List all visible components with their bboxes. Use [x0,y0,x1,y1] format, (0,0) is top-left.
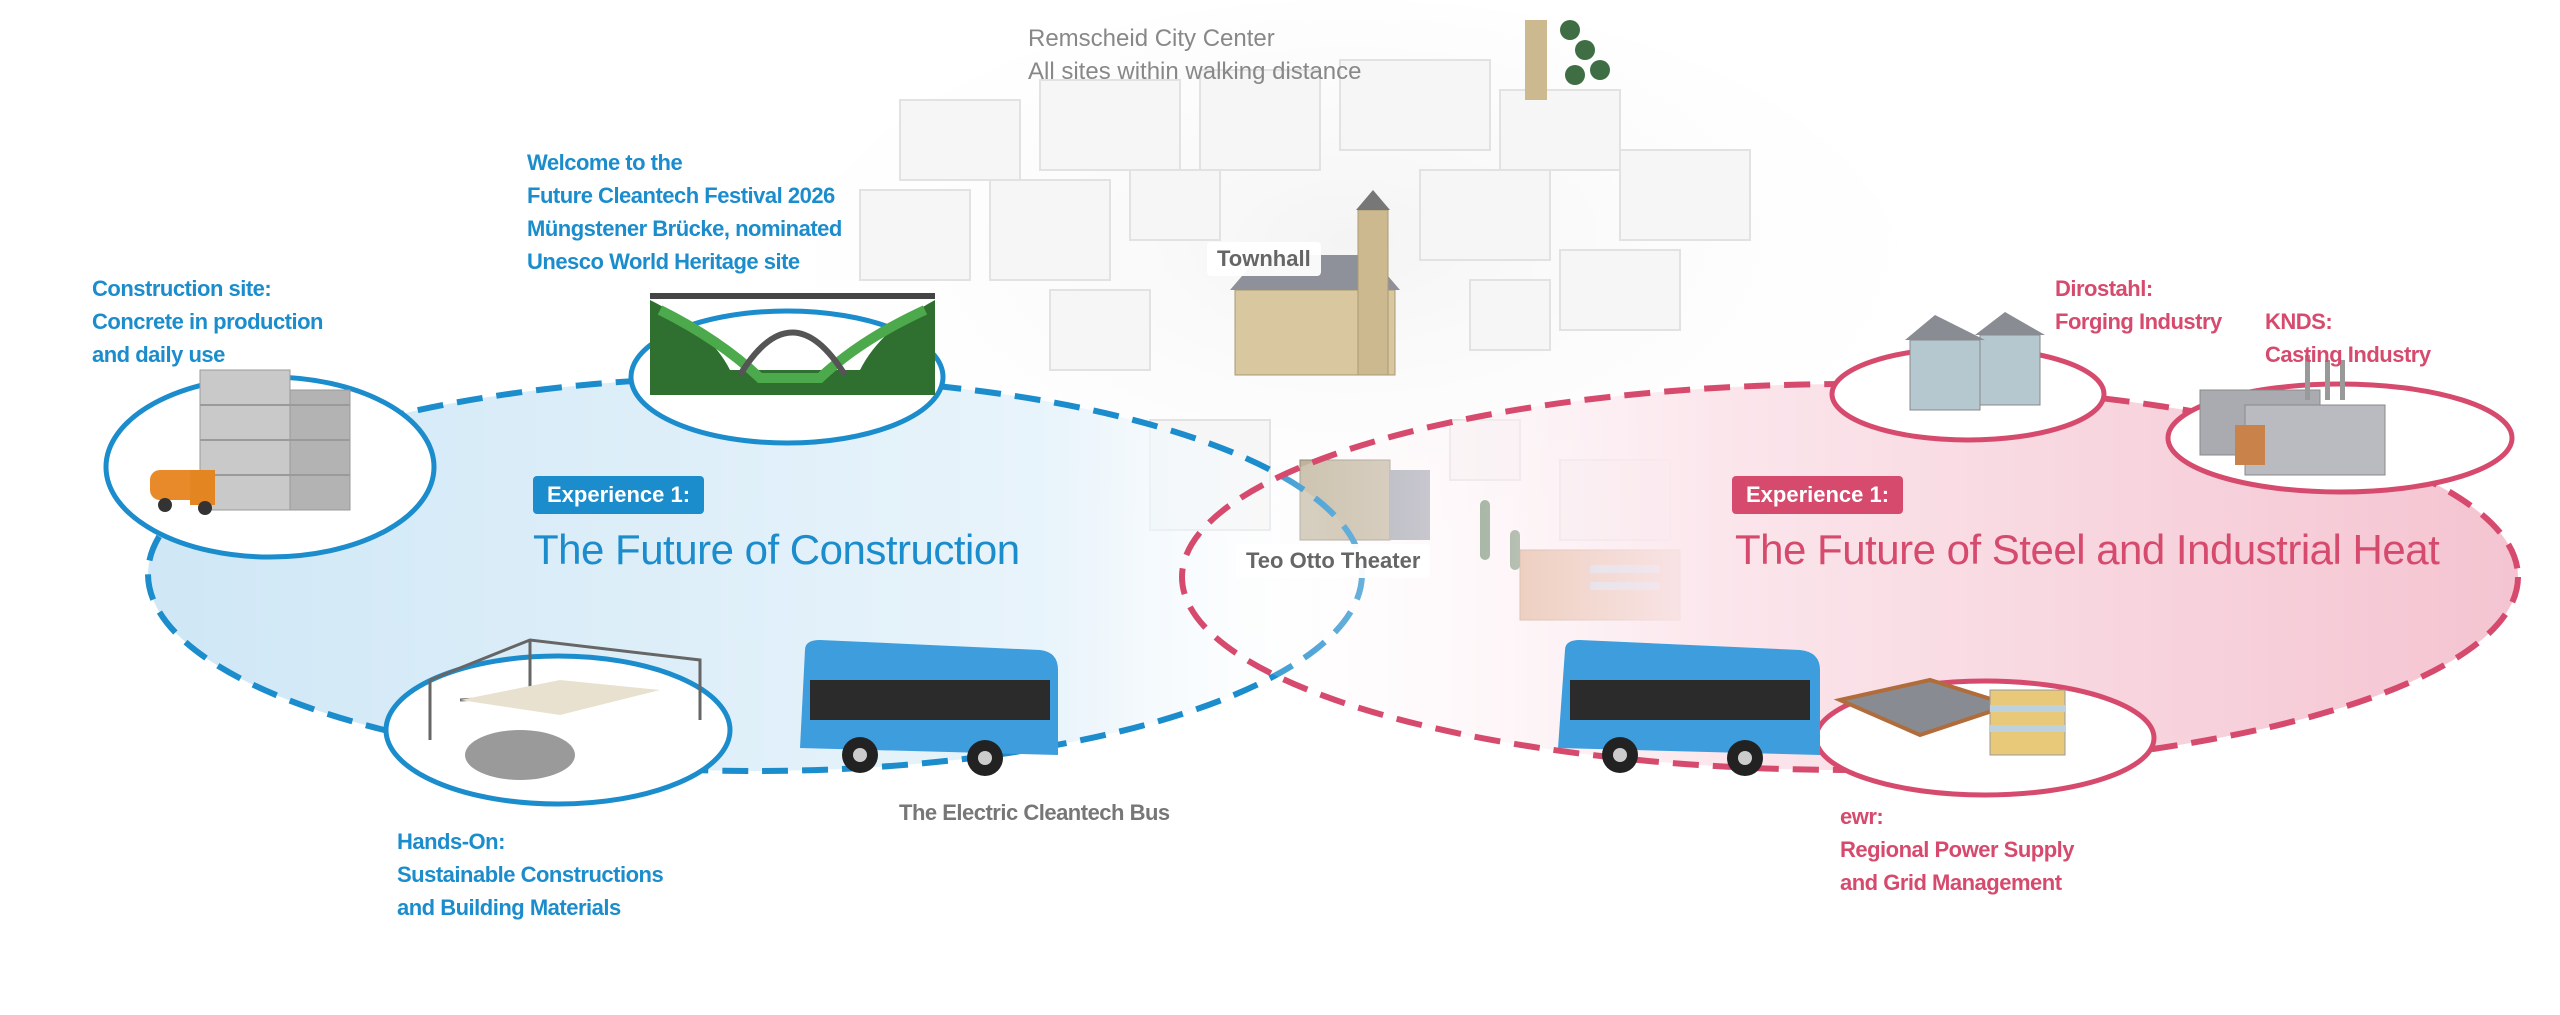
experience-steel-badge: Experience 1: [1732,476,1904,514]
hands-on-label: Hands-On: Sustainable Constructions and … [397,825,664,924]
construction-site-line: and daily use [92,342,225,367]
experience-construction-title: The Future of Construction [533,526,1020,573]
dirostahl-line: Dirostahl: [2055,276,2153,301]
knds-label: KNDS: Casting Industry [2265,305,2431,371]
construction-site-oval [103,369,437,560]
construction-site-line: Concrete in production [92,309,324,334]
dirostahl-oval [1829,312,2107,443]
hands-on-line: and Building Materials [397,895,621,920]
ewr-line: Regional Power Supply [1840,837,2074,862]
city-center-caption: Remscheid City Center All sites within w… [1028,22,1361,88]
welcome-line: Müngstener Brücke, nominated [527,216,842,241]
dirostahl-label: Dirostahl: Forging Industry [2055,272,2222,338]
city-center-subtitle: All sites within walking distance [1028,58,1362,85]
ewr-label: ewr: Regional Power Supply and Grid Mana… [1840,800,2074,899]
hands-on-line: Sustainable Constructions [397,862,664,887]
townhall-label: Townhall [1207,242,1321,276]
experience-steel-title: The Future of Steel and Industrial Heat [1735,526,2440,573]
construction-site-label: Construction site: Concrete in productio… [92,272,324,371]
electric-bus-2 [1558,640,1820,776]
welcome-line: Welcome to the [527,150,683,175]
knds-line: Casting Industry [2265,342,2431,367]
welcome-label: Welcome to the Future Cleantech Festival… [527,146,842,278]
city-center-title: Remscheid City Center [1028,25,1275,52]
ewr-line: and Grid Management [1840,870,2062,895]
dirostahl-line: Forging Industry [2055,309,2222,334]
knds-oval [2165,355,2515,495]
welcome-line: Unesco World Heritage site [527,249,800,274]
electric-bus-1 [800,640,1058,776]
bus-label: The Electric Cleantech Bus [899,800,1170,825]
ewr-oval [1813,677,2157,798]
construction-site-line: Construction site: [92,276,272,301]
hands-on-line: Hands-On: [397,829,505,854]
theater-label: Teo Otto Theater [1236,544,1431,578]
ewr-line: ewr: [1840,804,1884,829]
knds-line: KNDS: [2265,309,2333,334]
experience-construction-badge: Experience 1: [533,476,705,514]
townhall-building [1230,190,1400,376]
bridge-oval [628,293,946,446]
monument-tower [1525,20,1610,100]
welcome-line: Future Cleantech Festival 2026 [527,183,835,208]
hands-on-oval [383,638,733,807]
